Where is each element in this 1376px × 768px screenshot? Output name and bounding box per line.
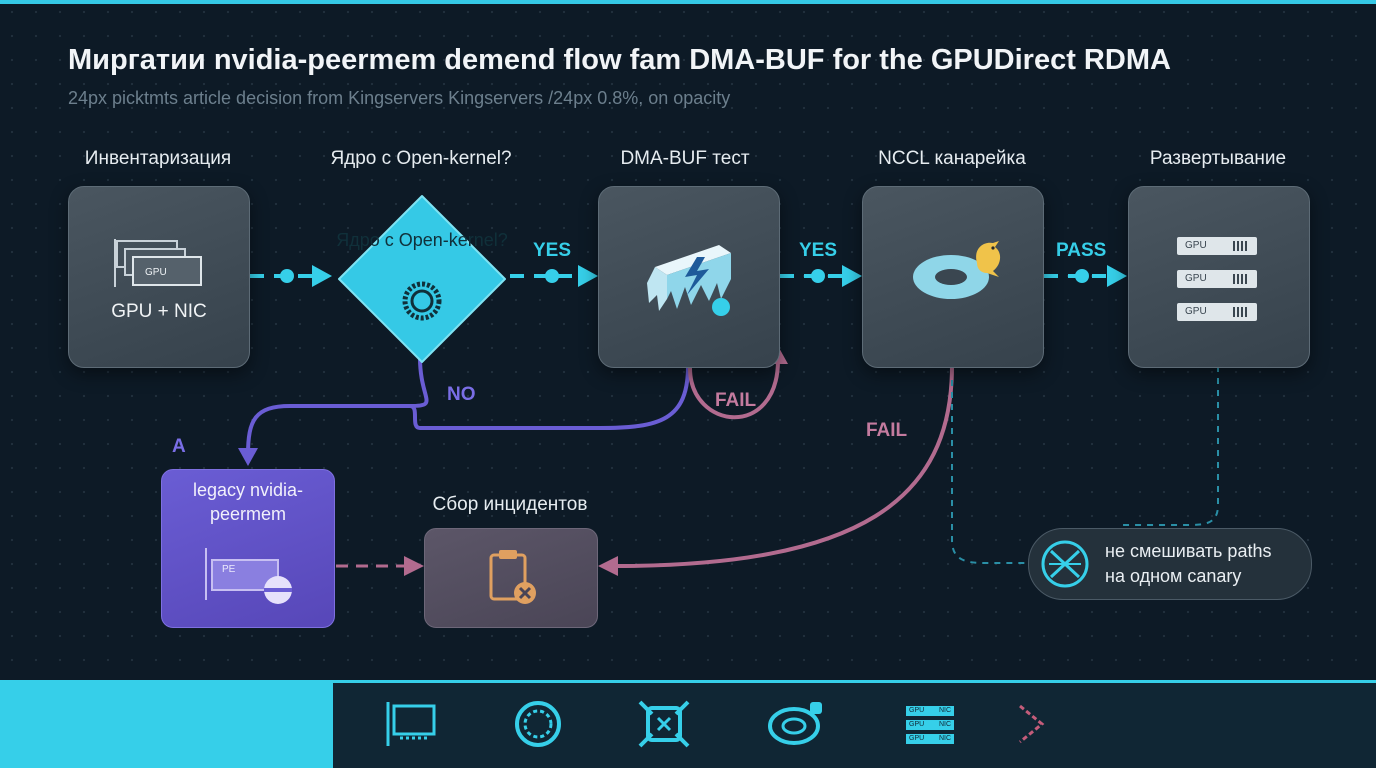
card-incidents[interactable] xyxy=(424,528,598,628)
card-deploy[interactable]: GPU GPU GPU xyxy=(1128,186,1310,368)
server-stack-icon[interactable]: GPU NIC GPU NIC GPU NIC xyxy=(902,696,962,752)
canary-ring-icon xyxy=(913,241,1001,299)
clipboard-x-icon xyxy=(489,550,536,604)
step-label-nccl: NCCL канарейка xyxy=(878,148,1026,169)
arrow-nccl-to-deploy xyxy=(1044,265,1127,287)
gpu-nic-cards-icon: GPU xyxy=(114,239,202,287)
step-label-dmabuf: DMA-BUF тест xyxy=(620,148,750,169)
gpu-card-icon[interactable] xyxy=(380,696,440,752)
gear-ring-icon xyxy=(402,281,442,321)
gpu-rack-unit: GPU xyxy=(1177,270,1257,288)
bottom-nav-bar: GPU NIC GPU NIC GPU NIC xyxy=(0,680,1376,768)
bottom-top-line xyxy=(333,680,1376,683)
step-label-open-kernel: Ядро с Open-kernel? xyxy=(330,148,512,169)
legacy-marker: A xyxy=(172,436,186,457)
cross-cpu-icon[interactable] xyxy=(634,696,694,752)
note-no-mixing-paths: не смешивать paths на одном canary xyxy=(1028,528,1312,600)
edge-label-yes-2: YES xyxy=(799,240,838,261)
edge-label-yes-1: YES xyxy=(533,240,572,261)
legacy-title: legacy nvidia-peermem xyxy=(192,480,304,524)
arrow-inventory-to-kernel xyxy=(250,265,332,287)
note-connector-deploy xyxy=(1119,366,1219,528)
top-accent-line xyxy=(0,0,1376,4)
card-inventory-text: GPU + NIC xyxy=(111,301,207,322)
edge-label-no: NO xyxy=(447,384,476,405)
arrow-dmabuf-fail-loop xyxy=(688,359,780,420)
card-legacy-peermem[interactable]: legacy nvidia-peermem PE xyxy=(161,469,335,628)
note-connector-nccl xyxy=(951,380,1028,564)
page-title: Миргатии nvidia-peermem demend flow fam … xyxy=(68,44,1171,76)
no-crossing-icon xyxy=(1041,540,1089,588)
decision-open-kernel[interactable]: Ядро с Open-kernel? xyxy=(333,190,511,368)
step-label-deploy: Развертывание xyxy=(1149,148,1287,169)
arrow-nccl-fail-to-incidents xyxy=(613,365,954,568)
gear-ring-icon[interactable] xyxy=(508,696,568,752)
arrow-dmabuf-to-nccl xyxy=(780,265,862,287)
card-nccl[interactable] xyxy=(862,186,1044,368)
ring-toggle-icon[interactable] xyxy=(766,696,826,752)
decision-diamond-shape xyxy=(338,195,506,363)
arrow-kernel-to-dmabuf xyxy=(510,265,598,287)
arrow-no-to-legacy xyxy=(246,357,429,456)
chevron-right-icon[interactable] xyxy=(1010,696,1050,752)
note-line-1: не смешивать paths xyxy=(1105,541,1272,561)
bottom-accent-panel xyxy=(0,680,333,768)
rack-unit: GPU NIC xyxy=(906,734,954,744)
legacy-card-tag: PE xyxy=(222,564,236,575)
edge-label-fail-dmabuf: FAIL xyxy=(715,390,757,411)
pcie-card-icon xyxy=(205,548,292,604)
page-subtitle: 24px picktmts article decision from King… xyxy=(68,88,731,108)
edge-label-fail-nccl: FAIL xyxy=(866,420,908,441)
rack-unit: GPU NIC xyxy=(906,720,954,730)
edge-label-pass: PASS xyxy=(1056,240,1107,261)
step-label-inventory: Инвентаризация xyxy=(84,148,232,169)
gpu-rack-unit: GPU xyxy=(1177,237,1257,255)
frozen-lightning-icon xyxy=(647,245,731,316)
note-line-2: на одном canary xyxy=(1105,566,1242,586)
rack-unit: GPU NIC xyxy=(906,706,954,716)
decision-text: Ядро с Open-kernel? xyxy=(336,230,508,250)
svg-text:GPU: GPU xyxy=(145,267,167,278)
card-dmabuf[interactable] xyxy=(598,186,780,368)
arrow-dmabuf-fail-to-legacy xyxy=(409,365,690,430)
incident-label: Сбор инцидентов xyxy=(432,494,588,515)
gpu-rack-unit: GPU xyxy=(1177,303,1257,321)
card-inventory[interactable]: GPU GPU + NIC xyxy=(68,186,250,368)
